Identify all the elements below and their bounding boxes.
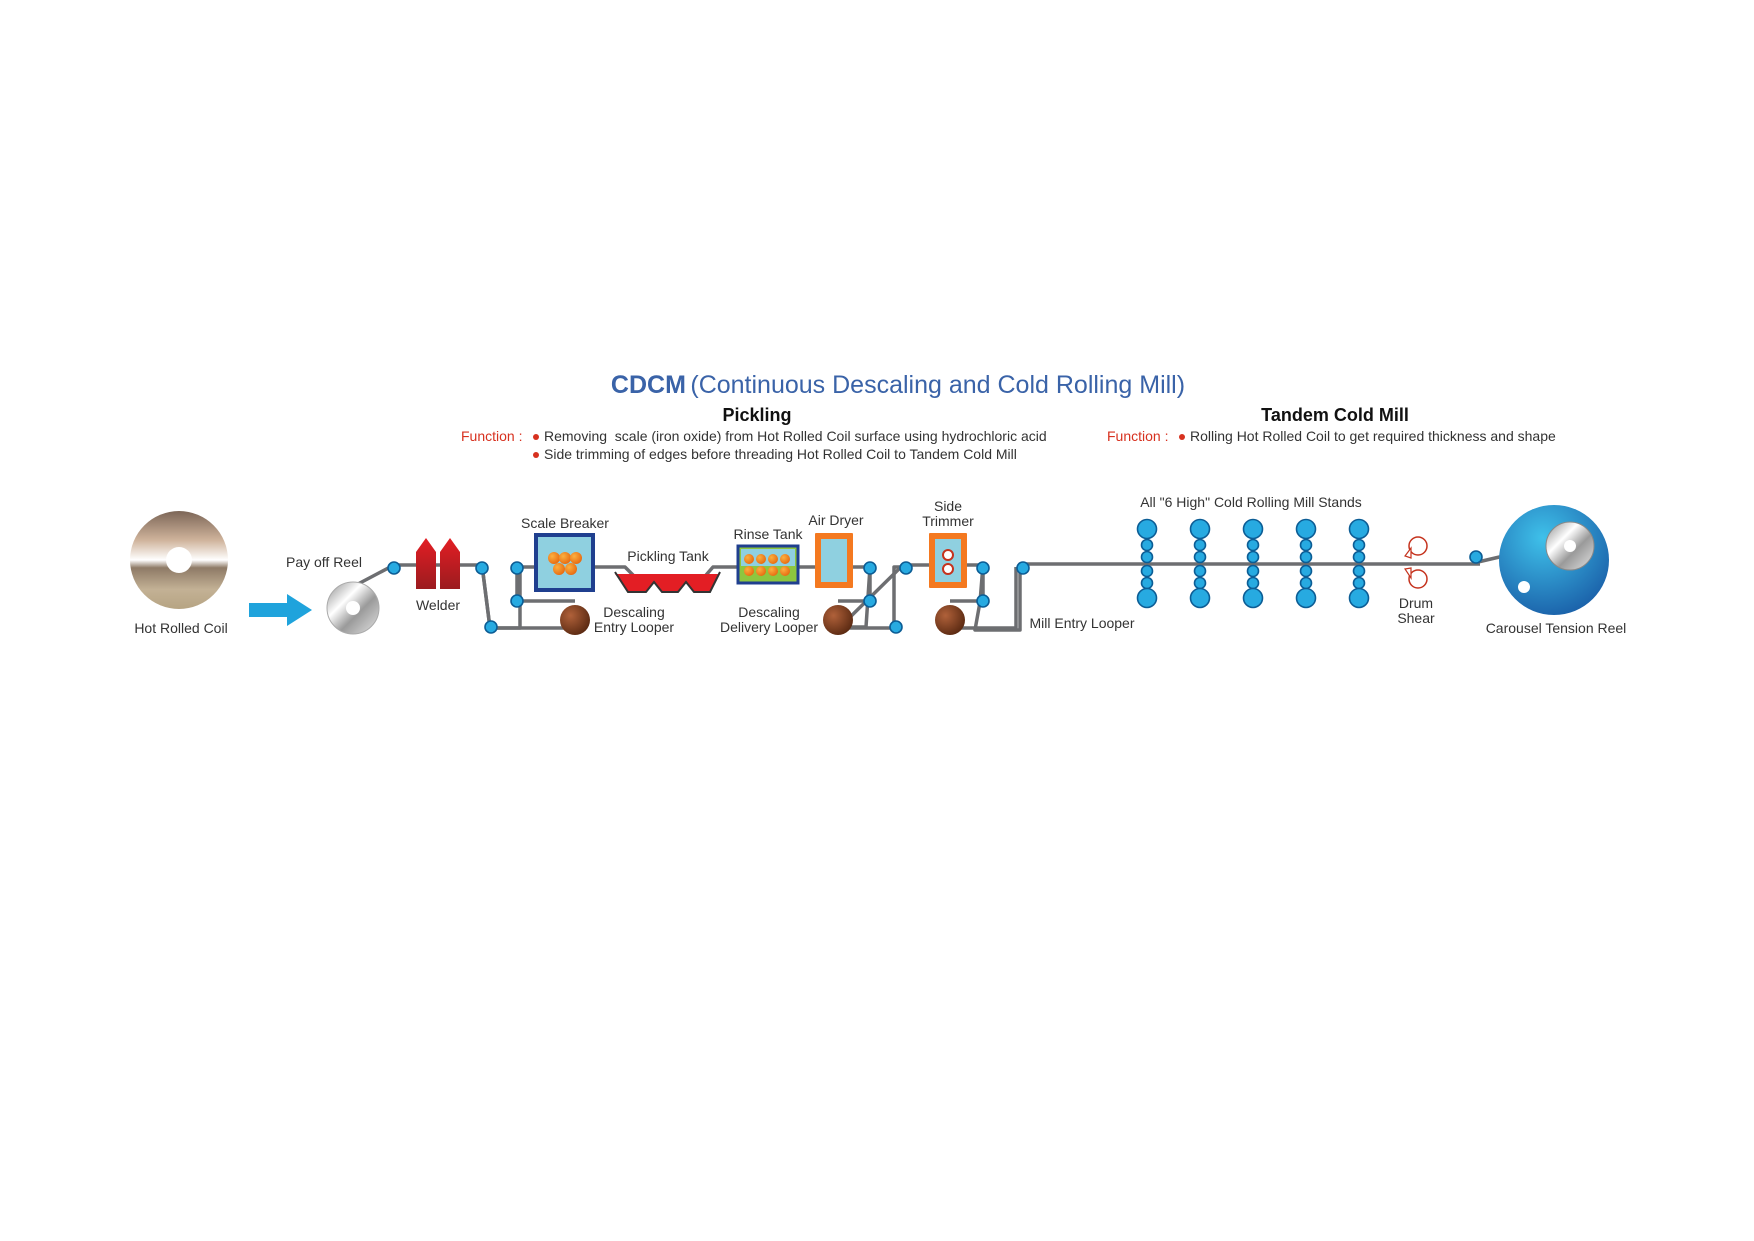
mill-roll-icon xyxy=(1193,564,1207,578)
rinse-tank-label: Rinse Tank xyxy=(733,526,803,542)
mill-roll-icon xyxy=(1352,564,1366,578)
guide-roll-icon xyxy=(863,594,877,608)
mill-roll-icon xyxy=(1242,587,1264,609)
mill-entry-looper-label: Mill Entry Looper xyxy=(1029,615,1134,631)
pickling-heading: Pickling xyxy=(722,405,791,425)
bullet-icon xyxy=(1179,434,1185,440)
mill-roll-icon xyxy=(1352,576,1366,590)
scale-breaker-icon xyxy=(534,533,595,592)
side-trimmer-label-2: Trimmer xyxy=(922,513,974,529)
mill-roll-icon xyxy=(1299,538,1313,552)
hot-rolled-coil-icon xyxy=(130,511,228,609)
mill-roll-icon xyxy=(1348,587,1370,609)
mill-roll-icon xyxy=(1299,576,1313,590)
mill-roll-icon xyxy=(1193,576,1207,590)
welder-label: Welder xyxy=(416,597,460,613)
mill-roll-icon xyxy=(1242,518,1264,540)
guide-roll-icon xyxy=(510,594,524,608)
mill-roll-icon xyxy=(1193,550,1207,564)
mill-roll-icon xyxy=(1189,518,1211,540)
guide-roll-icon xyxy=(1016,561,1030,575)
mill-roll-icon xyxy=(1246,576,1260,590)
scale-breaker-label: Scale Breaker xyxy=(521,515,609,531)
mill-stand-1 xyxy=(1136,518,1158,609)
pay-off-reel-icon xyxy=(326,581,380,635)
mill-roll-icon xyxy=(1140,538,1154,552)
mill-stands-label: All "6 High" Cold Rolling Mill Stands xyxy=(1140,494,1362,510)
side-trimmer-label-1: Side xyxy=(934,498,962,514)
mill-stand-3 xyxy=(1242,518,1264,609)
rinse-tank-icon xyxy=(736,544,800,585)
guide-roll-icon xyxy=(475,561,489,575)
mill-roll-icon xyxy=(1136,587,1158,609)
mill-stand-4 xyxy=(1295,518,1317,609)
guide-rolls xyxy=(387,550,1483,634)
descaling-entry-looper-label-2: Entry Looper xyxy=(594,619,674,635)
bullet-icon xyxy=(533,434,539,440)
mill-roll-icon xyxy=(1140,576,1154,590)
guide-roll-icon xyxy=(976,561,990,575)
bullet-icon xyxy=(533,452,539,458)
air-dryer-icon xyxy=(815,533,853,588)
mill-stand-2 xyxy=(1189,518,1211,609)
mill-roll-icon xyxy=(1189,587,1211,609)
tandem-function-label: Function : xyxy=(1107,428,1168,444)
pay-off-reel-label: Pay off Reel xyxy=(286,554,362,570)
guide-roll-icon xyxy=(510,561,524,575)
mill-entry-looper-strip xyxy=(950,567,1018,630)
mill-roll-icon xyxy=(1352,550,1366,564)
pickling-function-item-2: Side trimming of edges before threading … xyxy=(544,446,1017,462)
pickling-tank-icon xyxy=(614,571,721,593)
pickling-function-item-1: Removing scale (iron oxide) from Hot Rol… xyxy=(544,428,1047,444)
descaling-delivery-looper-drum-icon xyxy=(823,605,853,635)
guide-roll-icon xyxy=(484,620,498,634)
guide-roll-icon xyxy=(899,561,913,575)
descaling-delivery-looper-label-2: Delivery Looper xyxy=(720,619,818,635)
mill-stand-5 xyxy=(1348,518,1370,609)
mill-roll-icon xyxy=(1193,538,1207,552)
pickling-function-label: Function : xyxy=(461,428,522,444)
mill-roll-icon xyxy=(1299,564,1313,578)
mill-roll-icon xyxy=(1295,587,1317,609)
drum-shear-icon xyxy=(1403,536,1428,589)
guide-roll-icon xyxy=(863,561,877,575)
side-trimmer-icon xyxy=(929,533,967,588)
tandem-function-item-1: Rolling Hot Rolled Coil to get required … xyxy=(1190,428,1556,444)
drum-shear-label-2: Shear xyxy=(1397,610,1435,626)
tandem-heading: Tandem Cold Mill xyxy=(1261,405,1409,425)
mill-roll-icon xyxy=(1295,518,1317,540)
guide-roll-icon xyxy=(1469,550,1483,564)
guide-roll-icon xyxy=(387,561,401,575)
diagram-title: CDCM (Continuous Descaling and Cold Roll… xyxy=(611,371,1185,399)
mill-roll-icon xyxy=(1246,550,1260,564)
welder-icon xyxy=(416,538,460,589)
delivery-looper-strip-lower xyxy=(838,565,903,630)
drum-shear-label-1: Drum xyxy=(1399,595,1433,611)
air-dryer-label: Air Dryer xyxy=(808,512,864,528)
mill-roll-icon xyxy=(1246,564,1260,578)
mill-roll-icon xyxy=(1140,564,1154,578)
carousel-tension-reel-icon xyxy=(1499,505,1609,615)
mill-roll-icon xyxy=(1140,550,1154,564)
descaling-entry-looper-label-1: Descaling xyxy=(603,604,664,620)
mill-roll-icon xyxy=(1136,518,1158,540)
descaling-entry-looper-drum-icon xyxy=(560,605,590,635)
pickling-tank-label: Pickling Tank xyxy=(627,548,709,564)
right-arrow-icon xyxy=(249,594,312,626)
mill-roll-icon xyxy=(1299,550,1313,564)
mill-roll-icon xyxy=(1246,538,1260,552)
carousel-tension-reel-label: Carousel Tension Reel xyxy=(1486,620,1627,636)
mill-entry-looper-drum-icon xyxy=(935,605,965,635)
hot-rolled-coil-label: Hot Rolled Coil xyxy=(134,620,227,636)
guide-roll-icon xyxy=(976,594,990,608)
descaling-delivery-looper-label-1: Descaling xyxy=(738,604,799,620)
mill-stands xyxy=(1136,518,1370,609)
mill-roll-icon xyxy=(1352,538,1366,552)
guide-roll-icon xyxy=(889,620,903,634)
mill-roll-icon xyxy=(1348,518,1370,540)
